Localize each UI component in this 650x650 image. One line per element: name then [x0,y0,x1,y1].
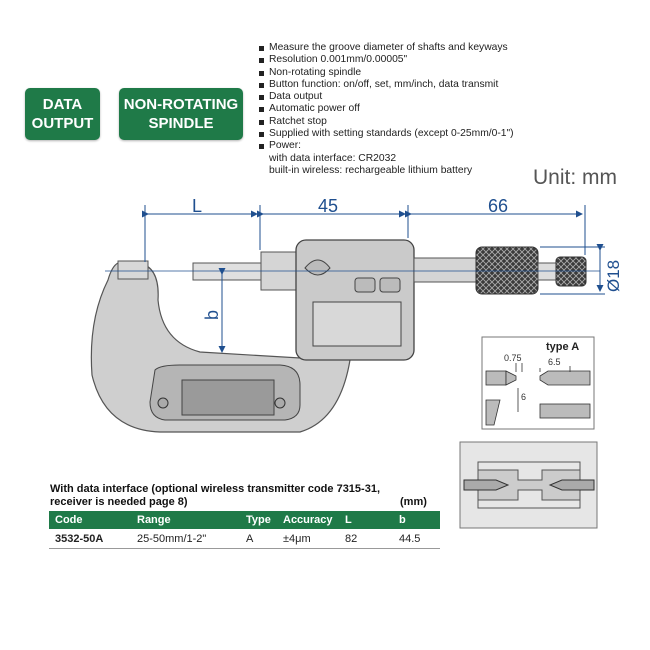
dim-label-45: 45 [318,196,338,216]
feature-item: built-in wireless: rechargeable lithium … [269,164,473,176]
thimble-sleeve [413,257,477,283]
anvil [117,260,149,280]
table-header-row: Code Range Type Accuracy L b [49,511,440,529]
feature-item: Ratchet stop [258,116,514,128]
badge-line: NON-ROTATING [123,96,239,113]
col-header-code: Code [49,511,131,529]
tip-dim-6: 6 [521,392,526,402]
feature-item: Supplied with setting standards (except … [258,128,514,140]
badge-line: SPINDLE [148,115,214,132]
feature-item: Non-rotating spindle [258,67,514,79]
data-output-badge: DATA OUTPUT [25,88,100,140]
feature-item: with data interface: CR2032 [269,152,397,164]
col-header-l: L [339,511,393,529]
feature-item: Automatic power off [258,103,514,115]
dim-label-dia: Ø18 [604,260,623,292]
cell-type: A [240,529,277,549]
cell-b: 44.5 [393,529,440,549]
type-a-label: type A [546,341,579,353]
caption-line: With data interface (optional wireless t… [50,483,380,495]
col-header-accuracy: Accuracy [277,511,339,529]
badge-line: OUTPUT [31,115,94,132]
feature-item: Data output [258,91,514,103]
dim-label-L: L [192,196,202,216]
feature-list: Measure the groove diameter of shafts an… [258,42,514,177]
lcd-screen [312,301,402,347]
button [379,277,401,293]
table-units: (mm) [400,496,427,508]
cell-accuracy: ±4μm [277,529,339,549]
table-caption: With data interface (optional wireless t… [50,483,380,509]
unit-label: Unit: mm [533,166,617,189]
cell-l: 82 [339,529,393,549]
feature-item: Button function: on/off, set, mm/inch, d… [258,79,514,91]
thimble-knurl [475,246,539,295]
table-row: 3532-50A 25-50mm/1-2" A ±4μm 82 44.5 [49,529,440,549]
tip-dim-65: 6.5 [548,357,561,367]
col-header-range: Range [131,511,240,529]
non-rotating-spindle-badge: NON-ROTATING SPINDLE [119,88,243,140]
insulator-inset [181,379,275,416]
dim-label-b: b [202,310,222,320]
tip-dim-075: 0.75 [504,353,522,363]
badge-line: DATA [42,96,83,113]
dim-label-66: 66 [488,196,508,216]
feature-item: Power: [258,140,514,152]
ratchet-shaft [537,262,557,281]
spindle [192,262,262,281]
screw-icon [157,397,169,409]
screw-icon [274,397,286,409]
cell-code: 3532-50A [49,529,131,549]
col-header-type: Type [240,511,277,529]
button [354,277,376,293]
ratchet-knurl [555,256,587,287]
cell-range: 25-50mm/1-2" [131,529,240,549]
caption-line: receiver is needed page 8) [50,496,188,508]
spec-table: Code Range Type Accuracy L b 3532-50A 25… [49,511,440,549]
feature-item: Measure the groove diameter of shafts an… [258,42,514,54]
feature-item: Resolution 0.001mm/0.00005" [258,54,514,66]
col-header-b: b [393,511,440,529]
